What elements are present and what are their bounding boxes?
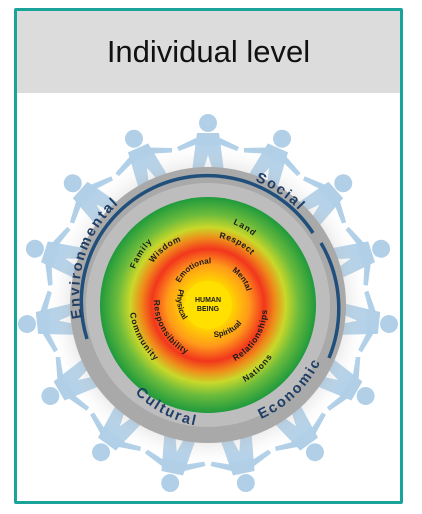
- slide-frame: Individual level: [14, 8, 403, 504]
- wellbeing-diagram: Environmental Social Economic Cultural F…: [17, 114, 400, 499]
- page-title: Individual level: [106, 34, 311, 69]
- center-circle: [184, 281, 232, 329]
- domain-arc-line: [79, 173, 315, 340]
- center-label-line1: HUMAN: [195, 297, 221, 304]
- domain-arc-line-right: [319, 242, 341, 359]
- title-bar: Individual level: [17, 11, 400, 93]
- center-label-line2: BEING: [197, 306, 220, 313]
